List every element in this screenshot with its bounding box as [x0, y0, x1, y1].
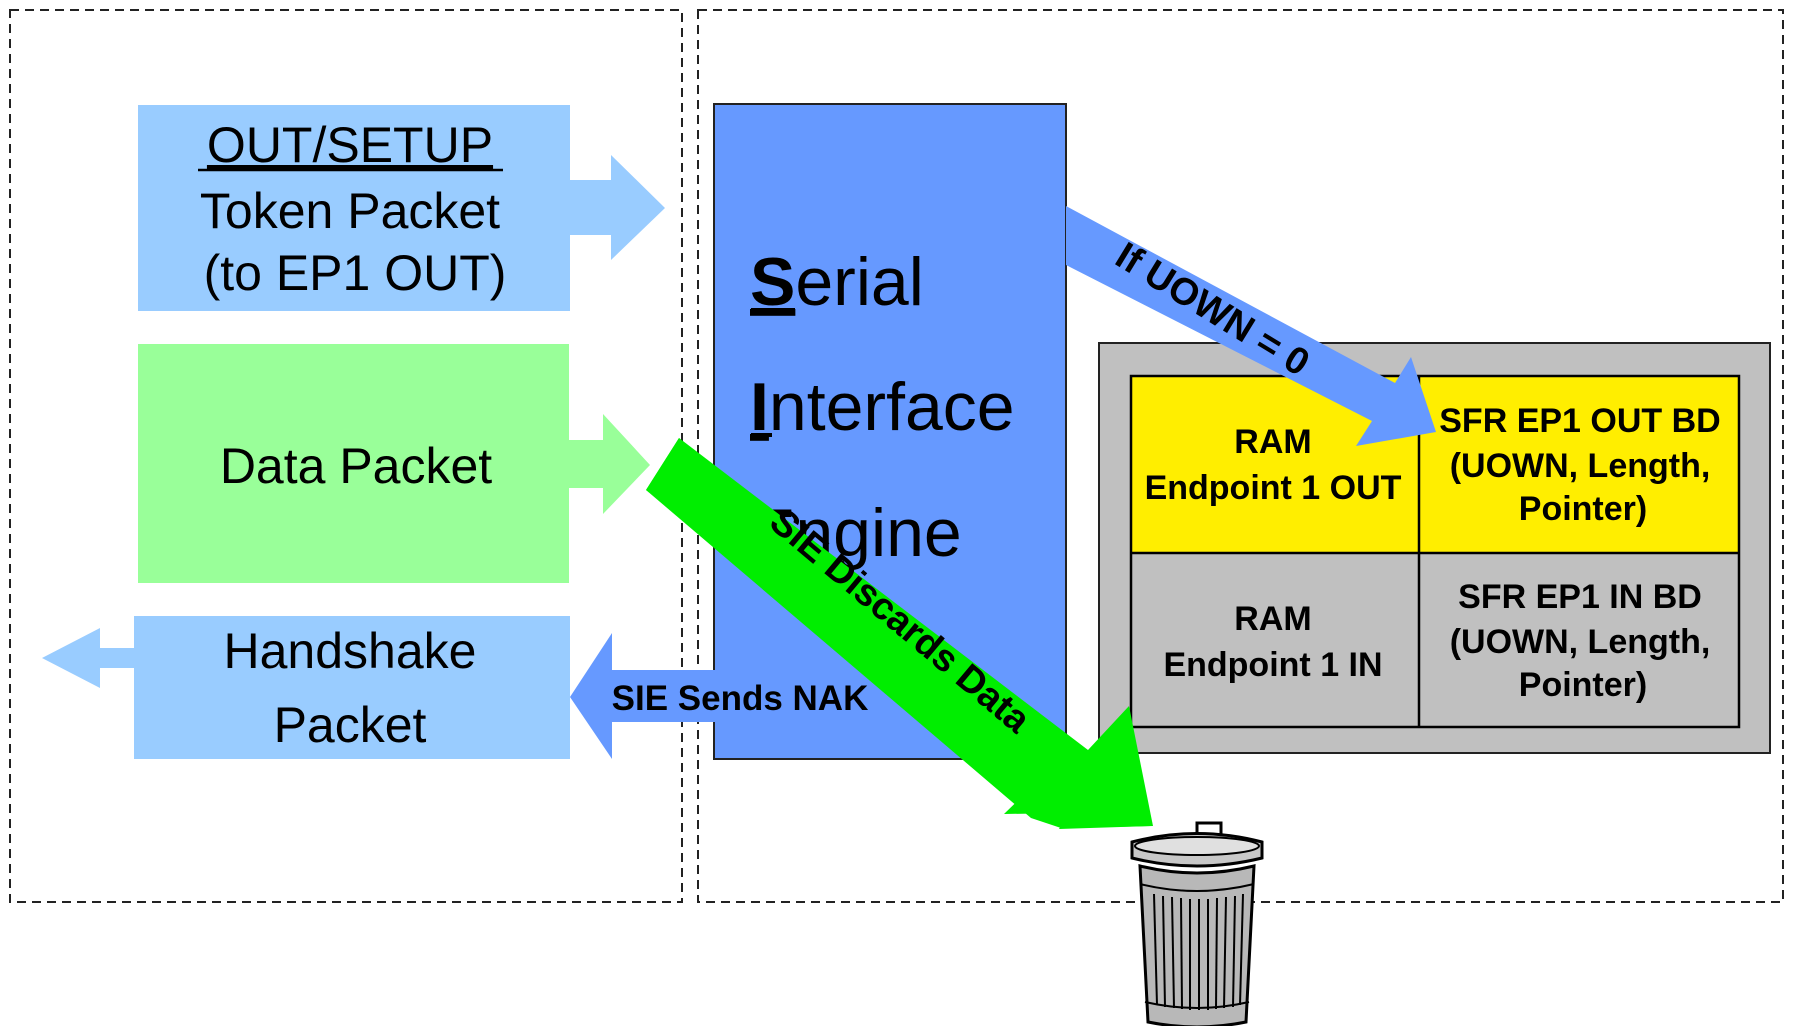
sfr-in-line2: (UOWN, Length, [1450, 623, 1711, 661]
token-packet: OUT/SETUP Token Packet (to EP1 OUT) [138, 105, 665, 311]
svg-text:Interface: Interface [750, 369, 1015, 445]
svg-text:Serial: Serial [750, 244, 924, 320]
device-region [697, 9, 1784, 903]
bd-out-row [1131, 376, 1739, 553]
sie-line1-rest: erial [795, 244, 924, 320]
sfr-in-line3: Pointer) [1519, 666, 1647, 704]
trash-can-icon [1130, 821, 1264, 1026]
handshake-packet: Handshake Packet [42, 616, 570, 759]
sie-line1-initial: S [750, 244, 795, 320]
sfr-out-line2: (UOWN, Length, [1450, 447, 1711, 485]
sfr-in-line1: SFR EP1 IN BD [1458, 578, 1702, 616]
sie-line2-initial: I [750, 369, 769, 445]
sfr-out-line1: SFR EP1 OUT BD [1439, 402, 1720, 440]
ram-out-line2: Endpoint 1 OUT [1145, 469, 1402, 507]
data-packet: Data Packet [138, 344, 650, 583]
nak-arrow: SIE Sends NAK [570, 633, 868, 759]
bd-table: RAM Endpoint 1 OUT SFR EP1 OUT BD (UOWN,… [1098, 342, 1771, 754]
ram-in-line1: RAM [1234, 600, 1311, 638]
ram-in-line2: Endpoint 1 IN [1163, 646, 1382, 684]
sfr-out-line3: Pointer) [1519, 490, 1647, 528]
data-packet-label: Data Packet [220, 438, 492, 494]
token-packet-line3: (to EP1 OUT) [204, 245, 507, 301]
handshake-arrow [42, 628, 138, 688]
nak-arrow-label: SIE Sends NAK [612, 679, 869, 718]
handshake-line2: Packet [274, 697, 427, 753]
handshake-line1: Handshake [224, 623, 477, 679]
ram-out-line1: RAM [1234, 423, 1311, 461]
sie-line2-rest: nterface [769, 369, 1015, 445]
token-arrow [565, 155, 665, 260]
token-packet-title: OUT/SETUP [207, 117, 493, 173]
token-packet-line2: Token Packet [200, 183, 500, 239]
data-arrow [565, 414, 650, 514]
